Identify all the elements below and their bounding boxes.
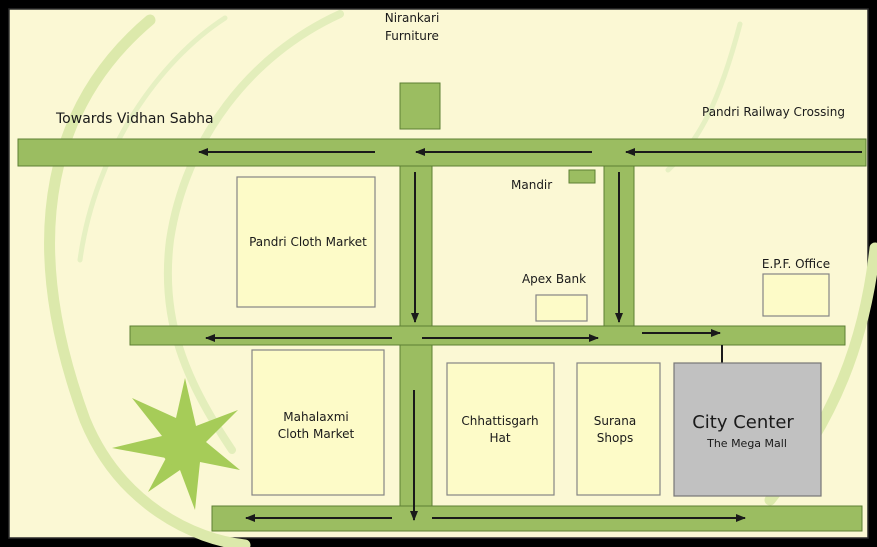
mahalaxmi-cloth-market-block (251, 349, 385, 496)
surana-shops-label-line1: Surana (594, 414, 636, 428)
city-center-title-label: City Center (692, 412, 794, 433)
pandri-railway-crossing-label: Pandri Railway Crossing (702, 105, 845, 119)
towards-vidhan-sabha-label: Towards Vidhan Sabha (55, 111, 214, 127)
road-vertical-left-lower (399, 344, 433, 507)
mandir-block (568, 169, 596, 184)
decorative-swoosh (77, 15, 228, 263)
surana-shops-block (576, 362, 661, 496)
nirankari-label-line2: Furniture (385, 29, 439, 43)
road-middle (129, 325, 846, 346)
mahalaxmi-label-line1: Mahalaxmi (283, 410, 348, 424)
epf-office-block (762, 273, 830, 317)
apex-bank-label: Apex Bank (522, 272, 586, 286)
mahalaxmi-label-line2: Cloth Market (278, 427, 355, 441)
mandir-label: Mandir (511, 178, 552, 192)
epf-office-label: E.P.F. Office (762, 257, 830, 271)
city-center-subtitle-label: The Mega Mall (706, 437, 787, 450)
decorative-swoosh (163, 10, 344, 454)
nirankari-furniture-block (399, 82, 441, 130)
chhattisgarh-hat-label-line2: Hat (489, 431, 510, 445)
apex-bank-block (535, 294, 588, 322)
starburst-center (161, 424, 205, 468)
nirankari-label-line1: Nirankari (385, 11, 440, 25)
pandri-cloth-market-label: Pandri Cloth Market (249, 235, 367, 249)
decorative-swoosh (44, 14, 251, 547)
surana-shops-label-line2: Shops (597, 431, 633, 445)
city-center-mall-block (673, 362, 822, 497)
chhattisgarh-hat-label-line1: Chhattisgarh (461, 414, 538, 428)
pandri-cloth-market-block (236, 176, 376, 308)
chhattisgarh-hat-block (446, 362, 555, 496)
